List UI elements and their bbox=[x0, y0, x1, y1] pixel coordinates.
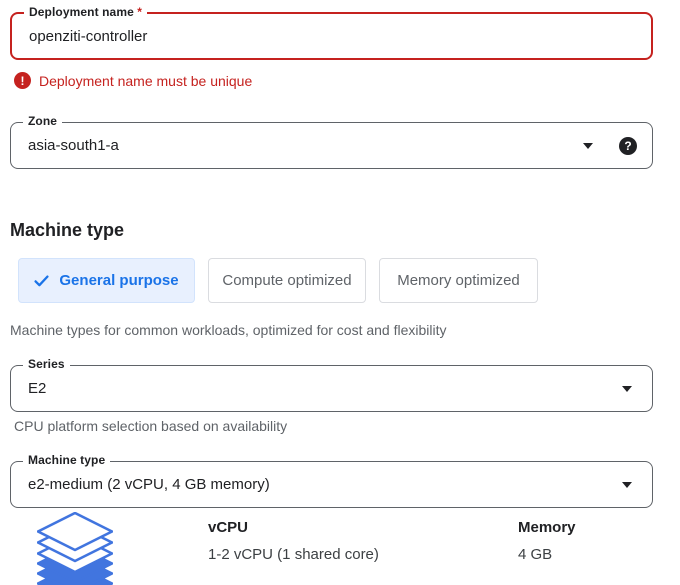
zone-select[interactable]: Zone asia-south1-a ? bbox=[10, 114, 653, 169]
spec-vcpu-header: vCPU bbox=[208, 519, 249, 536]
machine-series-layers-icon bbox=[37, 512, 113, 585]
tab-general-purpose[interactable]: General purpose bbox=[18, 258, 195, 303]
series-helper-text: CPU platform selection based on availabi… bbox=[14, 418, 288, 434]
machine-type-value: e2-medium (2 vCPU, 4 GB memory) bbox=[28, 476, 270, 493]
zone-label: Zone bbox=[23, 114, 63, 128]
machine-type-select[interactable]: Machine type e2-medium (2 vCPU, 4 GB mem… bbox=[10, 453, 653, 508]
tab-compute-optimized[interactable]: Compute optimized bbox=[208, 258, 366, 303]
spec-vcpu: vCPU 1-2 vCPU (1 shared core) bbox=[208, 519, 379, 563]
dropdown-arrow-icon[interactable] bbox=[583, 142, 593, 149]
deployment-name-field[interactable]: Deployment name * openziti-controller bbox=[10, 5, 653, 60]
spec-memory: Memory 4 GB bbox=[518, 519, 576, 563]
help-icon[interactable]: ? bbox=[619, 136, 637, 155]
dropdown-arrow-icon[interactable] bbox=[622, 385, 632, 392]
spec-memory-value: 4 GB bbox=[518, 546, 553, 563]
error-icon: ! bbox=[14, 72, 31, 89]
spec-vcpu-value: 1-2 vCPU (1 shared core) bbox=[208, 546, 379, 563]
zone-value: asia-south1-a bbox=[28, 137, 119, 154]
tab-memory-optimized[interactable]: Memory optimized bbox=[379, 258, 538, 303]
deployment-name-value[interactable]: openziti-controller bbox=[29, 27, 148, 45]
series-value: E2 bbox=[28, 380, 47, 397]
deployment-name-error: ! Deployment name must be unique bbox=[14, 72, 252, 89]
checkmark-icon bbox=[34, 274, 49, 286]
error-message: Deployment name must be unique bbox=[39, 72, 253, 89]
machine-type-description: Machine types for common workloads, opti… bbox=[10, 322, 447, 338]
series-label: Series bbox=[23, 357, 70, 371]
tab-label: General purpose bbox=[59, 272, 179, 289]
spec-memory-header: Memory bbox=[518, 519, 576, 536]
machine-type-heading: Machine type bbox=[10, 220, 125, 240]
tab-label: Memory optimized bbox=[397, 272, 520, 289]
machine-family-tabs: General purpose Compute optimized Memory… bbox=[18, 258, 538, 303]
tab-label: Compute optimized bbox=[222, 272, 352, 289]
required-asterisk: * bbox=[137, 5, 143, 19]
dropdown-arrow-icon[interactable] bbox=[622, 481, 632, 488]
series-select[interactable]: Series E2 bbox=[10, 357, 653, 412]
machine-type-label: Machine type bbox=[23, 453, 111, 467]
deployment-name-label: Deployment name * bbox=[24, 5, 148, 19]
